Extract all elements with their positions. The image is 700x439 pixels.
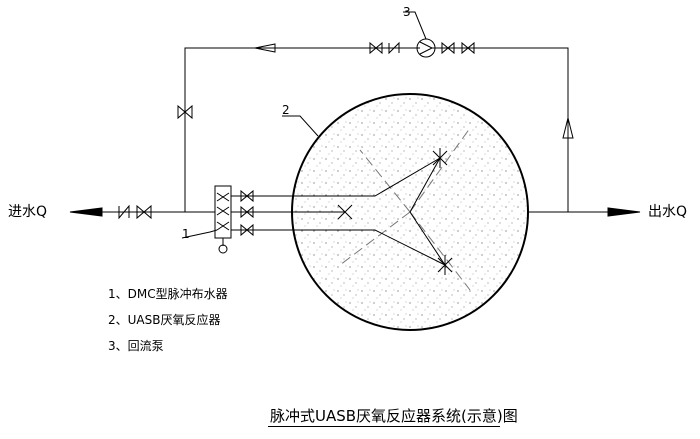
caption-underline xyxy=(268,426,500,427)
distribution-branches xyxy=(258,148,453,275)
callout-2: 2 xyxy=(282,103,290,117)
callout-1: 1 xyxy=(182,227,190,241)
leader-2 xyxy=(282,115,319,137)
diagram-caption: 脉冲式UASB厌氧反应器系统(示意)图 xyxy=(270,407,518,425)
inlet-label: 进水Q xyxy=(8,204,48,220)
recirculation-pump xyxy=(403,11,436,58)
legend-item: 2、UASB厌氧反应器 xyxy=(108,313,221,327)
legend: 1、DMC型脉冲布水器 2、UASB厌氧反应器 3、回流泵 xyxy=(108,287,228,365)
recirculation-pipe xyxy=(177,41,574,212)
inlet-pipe xyxy=(69,204,215,220)
legend-item: 1、DMC型脉冲布水器 xyxy=(108,287,228,301)
outlet-label: 出水Q xyxy=(648,204,688,220)
callout-3: 3 xyxy=(403,5,411,19)
pulse-distributor xyxy=(214,185,258,254)
outlet-pipe xyxy=(528,207,641,217)
leader-1 xyxy=(181,229,218,239)
legend-item: 3、回流泵 xyxy=(108,339,164,353)
